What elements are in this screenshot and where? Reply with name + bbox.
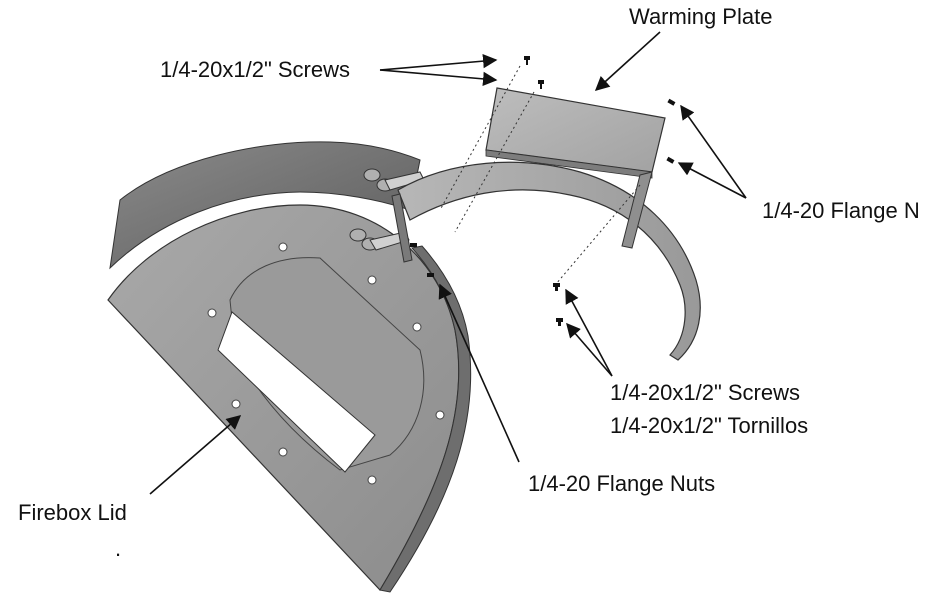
- warming-plate-front-edge: [485, 149, 653, 179]
- flange-nut-icon: [427, 273, 434, 277]
- flange-nut-icon: [667, 98, 676, 106]
- lid-hole: [231, 399, 241, 409]
- lid-hole: [207, 308, 217, 318]
- lid-rim: [379, 245, 472, 593]
- warming-plate-leg: [621, 171, 653, 249]
- lid-hole: [278, 447, 288, 457]
- warming-plate: [485, 87, 666, 249]
- leader-screws-bottom-2: [566, 322, 613, 377]
- lid-hole: [412, 322, 422, 332]
- leader-screws-top-1: [379, 53, 498, 71]
- flange-nuts-right-label: 1/4-20 Flange N: [762, 198, 920, 223]
- lid-flange-band: [391, 161, 701, 361]
- flange-band-edge: [391, 193, 413, 263]
- warming-plate-label: Warming Plate: [629, 4, 773, 29]
- leader-screws-top-2: [379, 69, 498, 87]
- screw-icon: [538, 80, 544, 89]
- leader-screws-bottom-1: [565, 288, 613, 377]
- lid-slot: [217, 311, 376, 473]
- firebox-lid: [107, 141, 472, 593]
- flange-nuts-bottom-label: 1/4-20 Flange Nuts: [528, 471, 716, 496]
- flange-nut-icon: [410, 243, 417, 247]
- fasteners: [410, 56, 676, 326]
- lid-inner-panel: [229, 257, 425, 471]
- lid-hole: [278, 242, 288, 252]
- screw-icon: [553, 283, 560, 291]
- flange-nut-icon: [666, 156, 675, 164]
- screw-icon: [524, 56, 530, 65]
- flange-band: [397, 161, 701, 361]
- screws-bottom-label: 1/4-20x1/2" Screws: [610, 380, 801, 405]
- lid-hole: [367, 275, 377, 285]
- leader-firebox-lid: [149, 415, 242, 495]
- lid-hole: [435, 410, 445, 420]
- leader-flange-nuts-right-2: [677, 162, 747, 199]
- firebox-lid-label: Firebox Lid: [18, 500, 127, 525]
- tornillos-bottom-label: 1/4-20x1/2" Tornillos: [610, 413, 809, 438]
- screw-icon: [556, 318, 563, 326]
- assembly-guide-lines: [439, 65, 641, 285]
- screws-top-label: 1/4-20x1/2" Screws: [160, 57, 351, 82]
- stray-period-mark: .: [115, 536, 122, 561]
- leader-flange-nuts-bottom: [438, 283, 520, 463]
- leader-lines: [149, 31, 747, 495]
- leader-flange-nuts-right-1: [680, 104, 747, 199]
- leader-warming-plate: [594, 31, 661, 91]
- lid-hole: [367, 475, 377, 485]
